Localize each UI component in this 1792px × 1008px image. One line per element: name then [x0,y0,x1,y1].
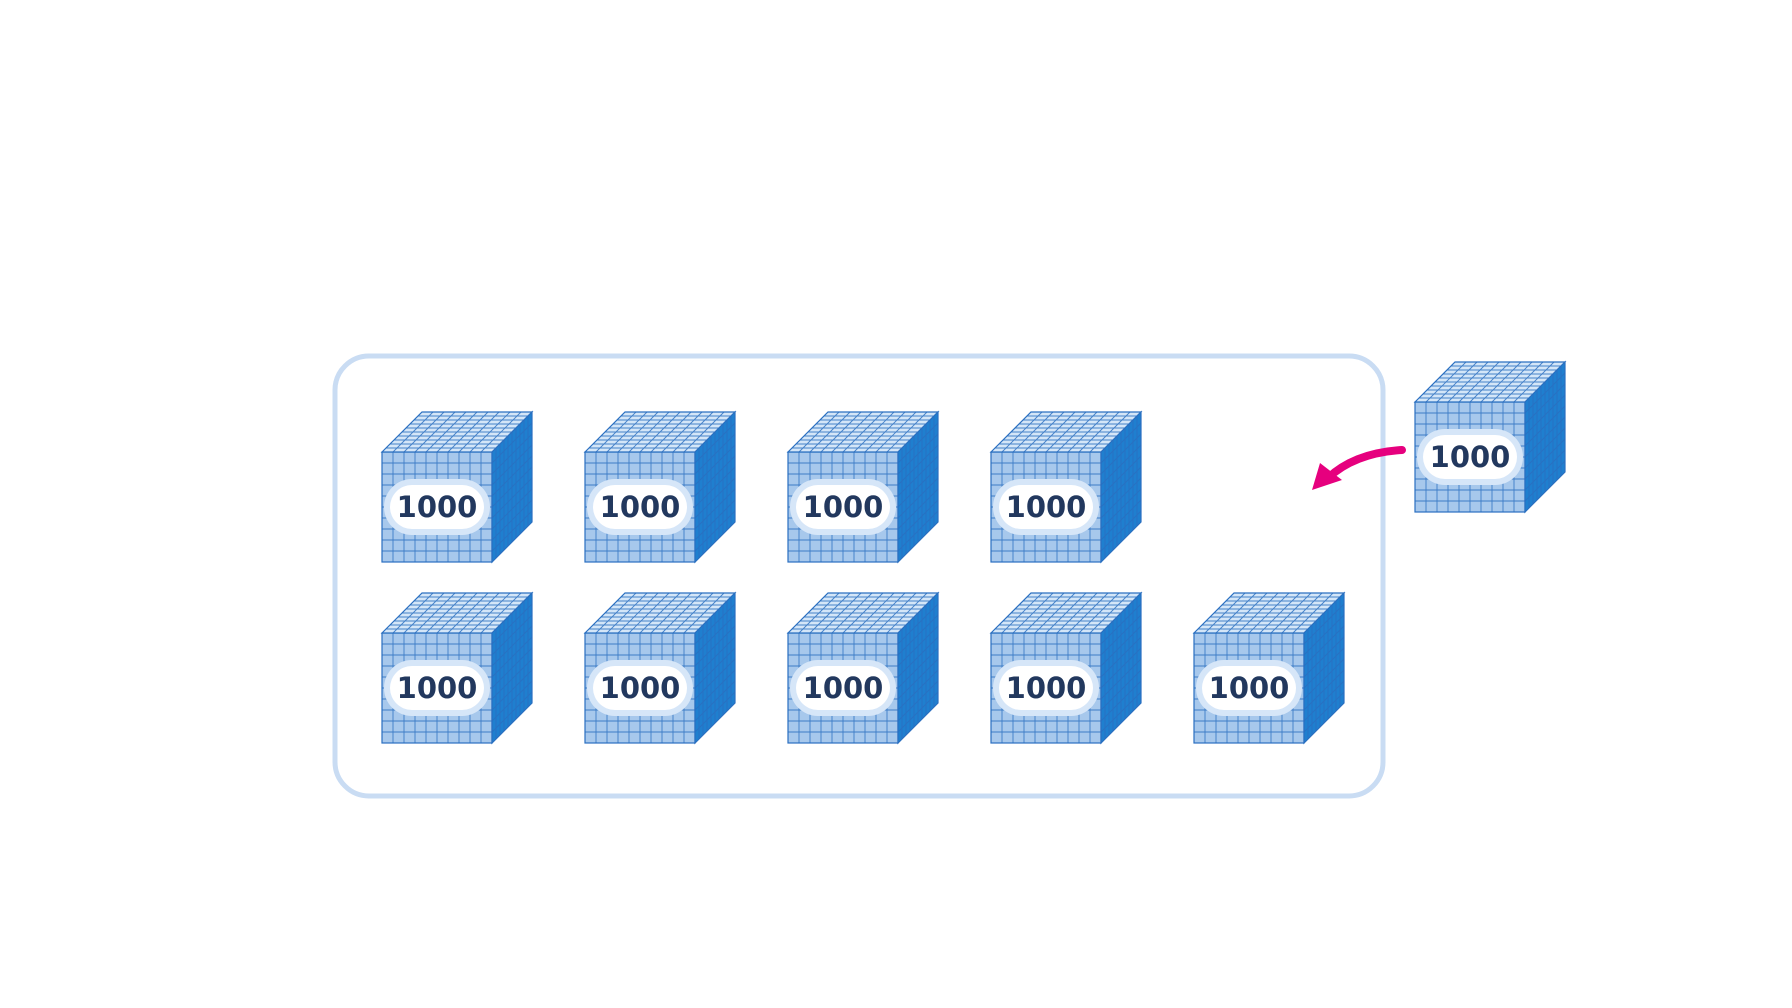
cube-value-label: 1000 [1006,490,1087,524]
cube-value-label: 1000 [803,671,884,705]
cube-thousand-extra: 1000 [1413,360,1567,514]
cube-thousand-8: 1000 [989,591,1143,745]
thousands-frame [332,353,1386,799]
curved-arrow-left-icon [1324,446,1406,482]
cube-value-label: 1000 [600,671,681,705]
cube-value-label: 1000 [600,490,681,524]
cube-thousand-9: 1000 [1192,591,1346,745]
cube-thousand-6: 1000 [583,591,737,745]
cube-thousand-2: 1000 [583,410,737,564]
cube-thousand-7: 1000 [786,591,940,745]
cube-value-label: 1000 [803,490,884,524]
cubes-group: 1000 1000 1000 1000 1000 1000 1000 1000 1000 1000 [380,360,1567,745]
cube-value-label: 1000 [397,490,478,524]
arrow-head [1312,463,1342,490]
cube-thousand-5: 1000 [380,591,534,745]
cube-value-label: 1000 [397,671,478,705]
cube-value-label: 1000 [1430,440,1511,474]
cube-thousand-4: 1000 [989,410,1143,564]
cube-thousand-1: 1000 [380,410,534,564]
cube-thousand-3: 1000 [786,410,940,564]
cube-value-label: 1000 [1006,671,1087,705]
cube-value-label: 1000 [1209,671,1290,705]
